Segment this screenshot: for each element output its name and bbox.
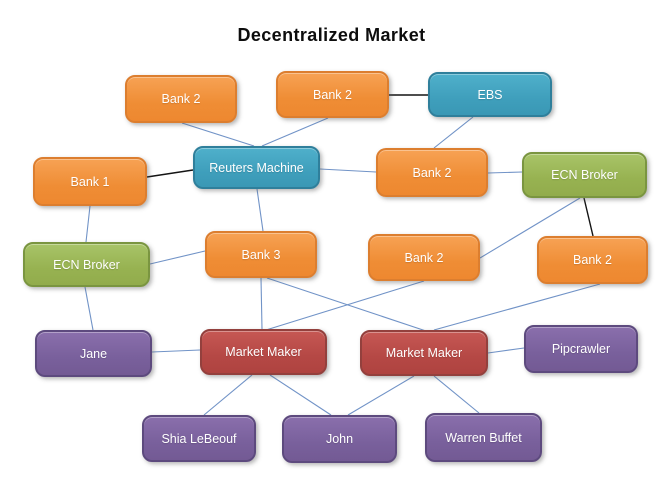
node-pipcrawler[interactable]: Pipcrawler — [524, 325, 638, 373]
edge-bank2-row3-right-market-maker-right — [433, 283, 601, 331]
node-label: John — [325, 432, 354, 446]
edge-bank2-row2-ecn-right — [487, 171, 523, 174]
edge-market-maker-right-warren — [433, 375, 480, 414]
node-label: ECN Broker — [551, 168, 618, 182]
node-bank1[interactable]: Bank 1 — [33, 157, 147, 206]
edge-market-maker-left-shia — [203, 374, 253, 416]
node-label: Bank 2 — [412, 165, 452, 180]
node-ecn-broker-right[interactable]: ECN Broker — [522, 152, 647, 198]
node-ecn-broker-left[interactable]: ECN Broker — [23, 242, 150, 287]
edge-reuters-bank3 — [256, 188, 264, 232]
node-market-maker-right[interactable]: Market Maker — [360, 330, 488, 376]
node-john[interactable]: John — [282, 415, 397, 463]
edge-bank2-top-center-reuters — [261, 117, 329, 147]
node-label: Bank 3 — [241, 247, 281, 262]
node-warren-buffet[interactable]: Warren Buffet — [425, 413, 542, 462]
node-label: Market Maker — [385, 346, 463, 360]
node-label: Shia LeBeouf — [161, 431, 237, 446]
node-ebs[interactable]: EBS — [428, 72, 552, 117]
node-label: Bank 2 — [313, 87, 352, 102]
edge-bank1-ecn-left — [85, 205, 91, 243]
node-label: Pipcrawler — [551, 342, 611, 356]
node-bank3[interactable]: Bank 3 — [205, 231, 317, 278]
node-label: ECN Broker — [53, 257, 120, 272]
node-label: Jane — [79, 346, 108, 361]
edge-ecn-left-jane — [84, 286, 94, 331]
edge-market-maker-right-john — [347, 375, 415, 416]
edge-market-maker-left-john — [269, 374, 332, 416]
edge-bank2-row3-mid-market-maker-left — [265, 280, 425, 331]
edge-bank2-top-left-reuters — [181, 122, 255, 147]
node-shia-lebeouf[interactable]: Shia LeBeouf — [142, 415, 256, 462]
edge-market-maker-right-pipcrawler — [487, 347, 525, 354]
node-label: Bank 1 — [70, 174, 110, 189]
node-jane[interactable]: Jane — [35, 330, 152, 377]
node-bank2-row3-mid[interactable]: Bank 2 — [368, 234, 480, 281]
node-label: Bank 2 — [404, 250, 444, 265]
node-bank2-row3-right[interactable]: Bank 2 — [537, 236, 648, 284]
edge-ebs-bank2-row2 — [433, 116, 474, 149]
edge-jane-market-maker-left — [151, 349, 201, 353]
edge-ecn-left-bank3 — [149, 250, 206, 265]
node-label: Warren Buffet — [445, 430, 522, 445]
edge-ecn-right-bank2-row3-mid — [479, 197, 581, 259]
node-reuters-machine[interactable]: Reuters Machine — [193, 146, 320, 189]
node-label: Reuters Machine — [209, 160, 304, 175]
edge-bank3-market-maker-left — [260, 277, 263, 330]
edge-ecn-right-bank2-row3-right — [583, 197, 594, 237]
node-label: Bank 2 — [161, 92, 201, 106]
edge-bank1-reuters — [146, 169, 194, 178]
page-title: Decentralized Market — [237, 25, 426, 45]
node-bank2-top-left[interactable]: Bank 2 — [125, 75, 237, 123]
node-market-maker-left[interactable]: Market Maker — [200, 329, 327, 375]
node-label: Bank 2 — [573, 253, 612, 267]
node-label: Market Maker — [225, 345, 302, 359]
node-bank2-row2[interactable]: Bank 2 — [376, 148, 488, 197]
node-bank2-top-center[interactable]: Bank 2 — [276, 71, 389, 118]
node-label: EBS — [477, 87, 503, 102]
edge-reuters-bank2-row2 — [319, 168, 377, 173]
